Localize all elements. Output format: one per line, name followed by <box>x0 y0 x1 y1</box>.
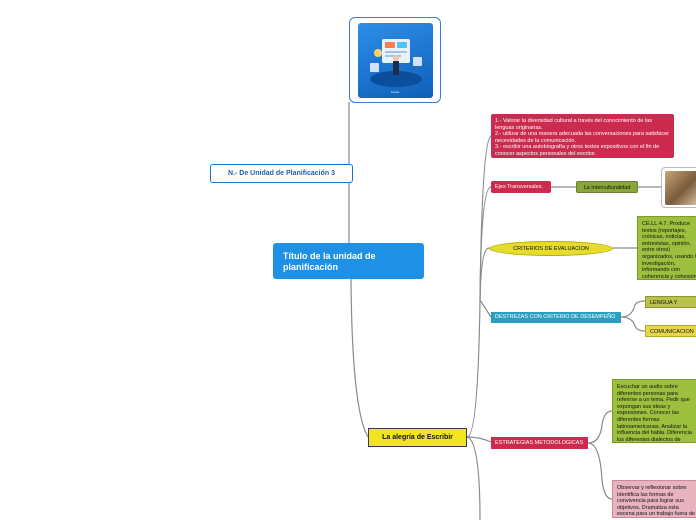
image-card: Lorem <box>349 17 441 103</box>
image-caption: Lorem <box>391 90 400 94</box>
objectives-node[interactable]: 1.- Valorar la diversidad cultural a tra… <box>491 114 674 158</box>
unit-title-node[interactable]: La alegría de Escribir <box>368 428 467 447</box>
objective-1: 1.- Valorar la diversidad cultural a tra… <box>495 118 653 131</box>
photo-card <box>661 167 696 208</box>
criterion-text-node[interactable]: CE.LL.4.7. Produce textos (reportajes, c… <box>637 216 696 280</box>
lengua-cultura-node[interactable]: LENGUA Y CULTURA <box>645 296 696 308</box>
comunicacion-oral-node[interactable]: COMUNICACION ORAL <box>645 325 696 337</box>
ejes-transversales-node[interactable]: Ejes Transversales. <box>491 181 551 193</box>
strategy-listening-node[interactable]: Escuchar un audio sobre diferentes perso… <box>612 379 696 443</box>
people-photo-image <box>665 171 696 205</box>
destrezas-node[interactable]: DESTREZAS CON CRITERIO DE DESEMPEÑO <box>491 312 621 323</box>
illustration-image: Lorem <box>358 23 433 98</box>
objective-2: 2.- utilizar de una manera adecuada las … <box>495 131 669 144</box>
interculturalidad-node[interactable]: La Interculturalidad <box>576 181 638 193</box>
estrategias-node[interactable]: ESTRATEGIAS METODOLOGICAS <box>491 437 588 449</box>
strategy-observe-node[interactable]: Observar y reflexionar sobre Identifica … <box>612 480 696 518</box>
criterios-node[interactable]: CRITERIOS DE EVALUACION <box>489 241 613 256</box>
objective-3: 3.- escribir una autobiografía y otros t… <box>495 144 660 157</box>
unit-number-node[interactable]: N.- De Unidad de Planificación 3 <box>210 164 353 183</box>
central-topic[interactable]: Título de la unidad de planificación <box>273 243 424 279</box>
